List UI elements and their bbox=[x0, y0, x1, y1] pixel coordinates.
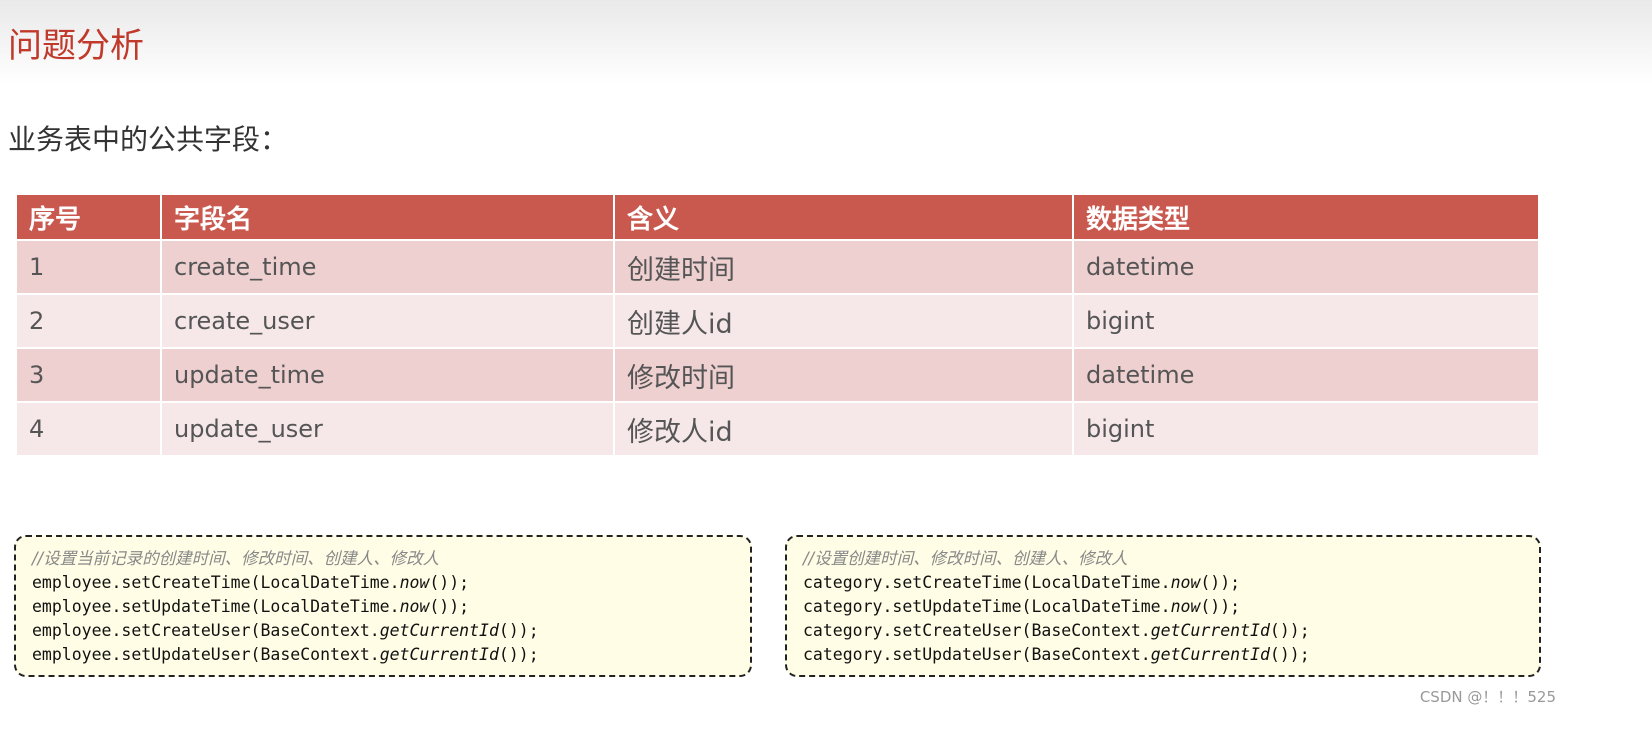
title-bar bbox=[0, 0, 1652, 85]
cell: 创建时间 bbox=[613, 239, 1074, 295]
header-cell: 字段名 bbox=[160, 193, 615, 241]
cell: 修改人id bbox=[613, 401, 1074, 457]
table-header: 序号 字段名 含义 数据类型 bbox=[15, 193, 1540, 241]
cell: create_user bbox=[160, 293, 615, 349]
cell: update_user bbox=[160, 401, 615, 457]
section-heading: 业务表中的公共字段： bbox=[8, 123, 289, 156]
cell: 创建人id bbox=[613, 293, 1074, 349]
code-line: category.setCreateUser(BaseContext.getCu… bbox=[803, 621, 1310, 640]
code-line: employee.setUpdateUser(BaseContext.getCu… bbox=[32, 645, 539, 664]
cell: update_time bbox=[160, 347, 615, 403]
code-line: employee.setCreateTime(LocalDateTime.now… bbox=[32, 573, 470, 592]
code-line: category.setCreateTime(LocalDateTime.now… bbox=[803, 573, 1241, 592]
header-cell: 序号 bbox=[15, 193, 162, 241]
cell: create_time bbox=[160, 239, 615, 295]
cell: datetime bbox=[1072, 239, 1540, 295]
header-cell: 数据类型 bbox=[1072, 193, 1540, 241]
cell: 1 bbox=[15, 239, 162, 295]
cell: bigint bbox=[1072, 401, 1540, 457]
code-comment: //设置创建时间、修改时间、创建人、修改人 bbox=[803, 549, 1128, 568]
header-cell: 含义 bbox=[613, 193, 1074, 241]
code-line: employee.setCreateUser(BaseContext.getCu… bbox=[32, 621, 539, 640]
code-block-employee: //设置当前记录的创建时间、修改时间、创建人、修改人 employee.setC… bbox=[14, 535, 752, 677]
code-line: employee.setUpdateTime(LocalDateTime.now… bbox=[32, 597, 470, 616]
code-line: category.setUpdateUser(BaseContext.getCu… bbox=[803, 645, 1310, 664]
cell: 修改时间 bbox=[613, 347, 1074, 403]
code-line: category.setUpdateTime(LocalDateTime.now… bbox=[803, 597, 1241, 616]
page-title: 问题分析 bbox=[8, 26, 144, 66]
code-comment: //设置当前记录的创建时间、修改时间、创建人、修改人 bbox=[32, 549, 440, 568]
watermark: CSDN @！！！525 bbox=[1419, 688, 1556, 706]
cell: bigint bbox=[1072, 293, 1540, 349]
cell: 3 bbox=[15, 347, 162, 403]
cell: datetime bbox=[1072, 347, 1540, 403]
cell: 2 bbox=[15, 293, 162, 349]
code-block-category: //设置创建时间、修改时间、创建人、修改人 category.setCreate… bbox=[785, 535, 1541, 677]
cell: 4 bbox=[15, 401, 162, 457]
